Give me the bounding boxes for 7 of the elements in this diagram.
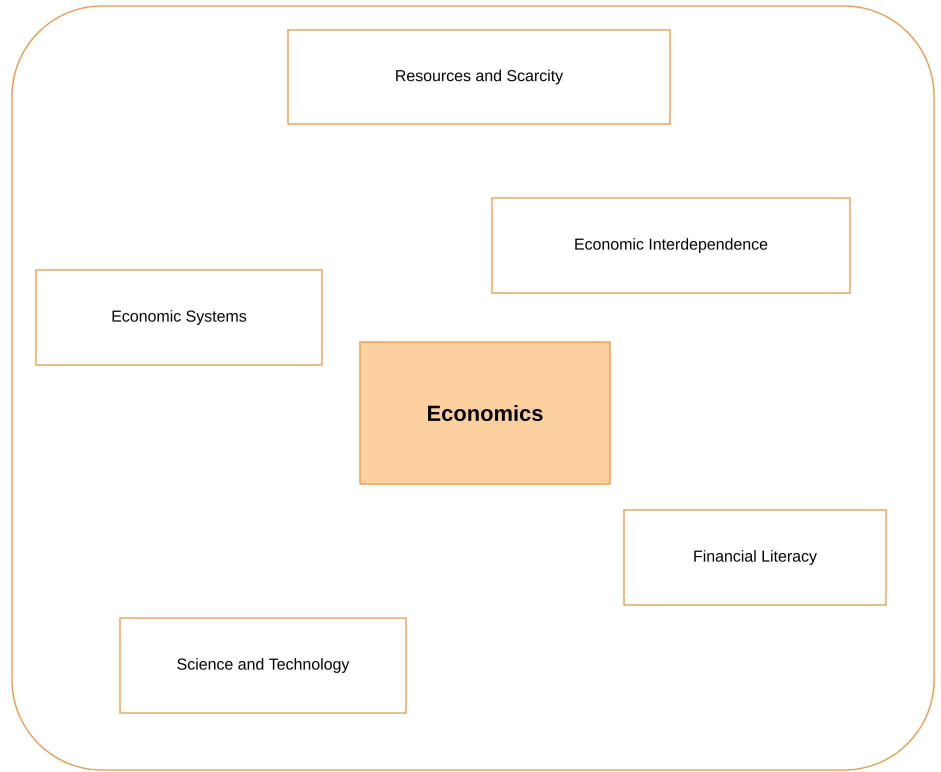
central-topic-box: Economics (359, 341, 611, 485)
frame-border (11, 5, 935, 771)
topic-box: Science and Technology (119, 617, 407, 714)
topic-box: Financial Literacy (623, 509, 887, 606)
topic-box: Economic Interdependence (491, 197, 851, 294)
topic-box: Economic Systems (35, 269, 323, 366)
topic-box: Resources and Scarcity (287, 29, 671, 125)
